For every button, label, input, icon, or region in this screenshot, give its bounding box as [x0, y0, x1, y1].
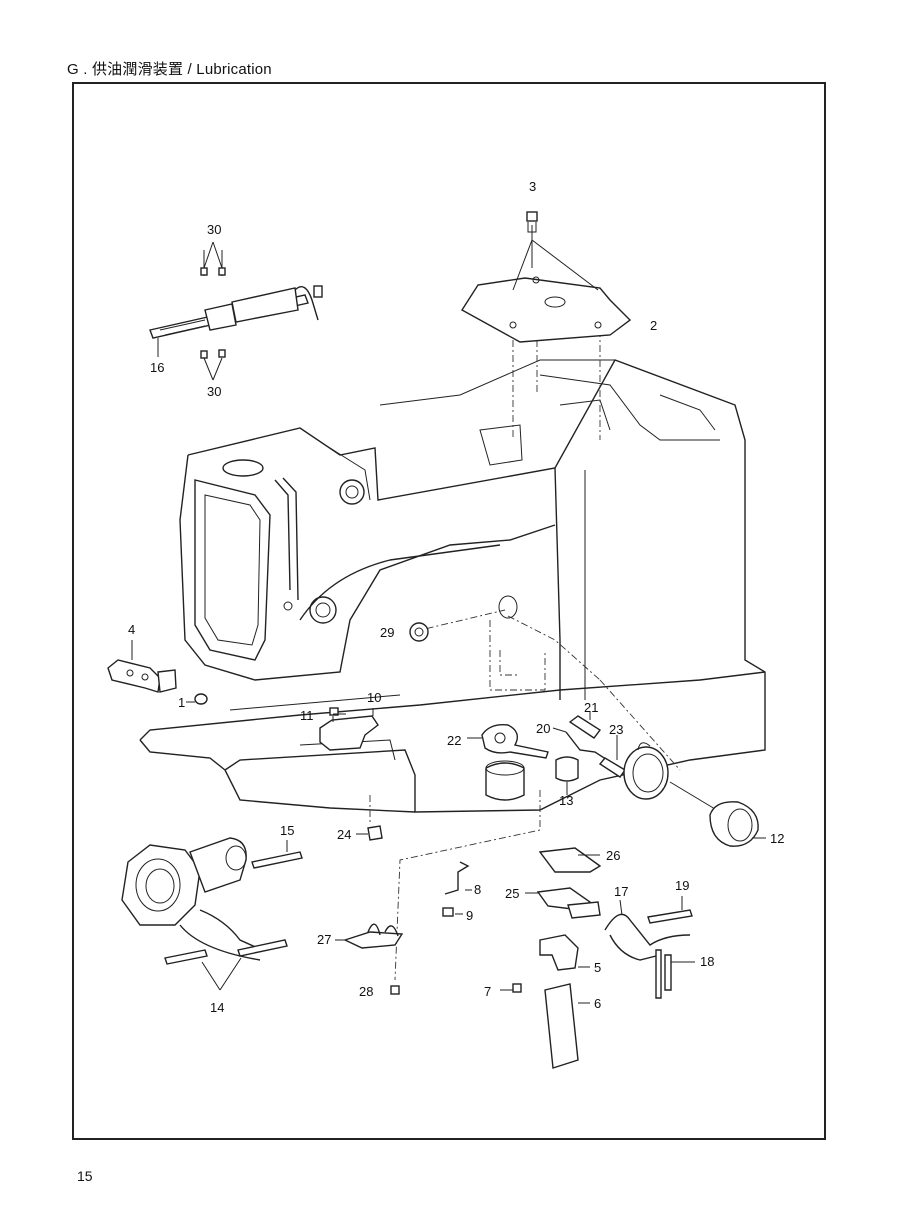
- callout-21: 21: [584, 700, 598, 715]
- screw-part-1: [186, 693, 208, 705]
- callout-16: 16: [150, 360, 164, 375]
- oil-wick-assembly: [149, 241, 323, 381]
- callout-17: 17: [614, 884, 628, 899]
- callout-13: 13: [559, 793, 573, 808]
- top-cover-plate: [461, 211, 632, 343]
- callout-3: 3: [529, 179, 536, 194]
- callout-8: 8: [474, 882, 481, 897]
- callout-30-top: 30: [207, 222, 221, 237]
- callout-9: 9: [466, 908, 473, 923]
- oil-sight-window: [623, 742, 766, 847]
- callout-25: 25: [505, 886, 519, 901]
- oil-pipe-parts: [552, 712, 627, 778]
- callout-18: 18: [700, 954, 714, 969]
- callout-1: 1: [178, 695, 185, 710]
- callout-12: 12: [770, 831, 784, 846]
- diagram-frame: [72, 82, 826, 1140]
- felt-and-pipe-parts: [604, 896, 695, 999]
- page-title: G . 供油潤滑装置 / Lubrication: [67, 61, 272, 78]
- callout-10: 10: [367, 690, 381, 705]
- machine-arm-bed: [139, 330, 766, 981]
- oil-reservoir-cap: [319, 707, 379, 751]
- callout-5: 5: [594, 960, 601, 975]
- callout-26: 26: [606, 848, 620, 863]
- plug-part-24: [356, 825, 383, 841]
- callout-24: 24: [337, 827, 351, 842]
- wire-clip-part-8: [442, 861, 472, 917]
- callout-23: 23: [609, 722, 623, 737]
- callout-28: 28: [359, 984, 373, 999]
- oil-guard-bracket: [107, 640, 177, 693]
- callout-20: 20: [536, 721, 550, 736]
- callout-19: 19: [675, 878, 689, 893]
- callout-labels: 3 2 30 16 30 4 1 10 11 29 21 20 23 22 13…: [128, 179, 784, 1015]
- callout-4: 4: [128, 622, 135, 637]
- callout-22: 22: [447, 733, 461, 748]
- callout-11: 11: [300, 708, 314, 723]
- oil-wick-holder-27: [335, 923, 404, 995]
- oil-window-ring: [409, 622, 429, 642]
- callout-30-bottom: 30: [207, 384, 221, 399]
- callout-2: 2: [650, 318, 657, 333]
- oil-tank-parts: [467, 724, 579, 801]
- callout-27: 27: [317, 932, 331, 947]
- hook-lubrication-assembly: [121, 837, 303, 991]
- callout-29: 29: [380, 625, 394, 640]
- oil-return-parts: [500, 847, 602, 1069]
- callout-15: 15: [280, 823, 294, 838]
- callout-6: 6: [594, 996, 601, 1011]
- page-number: 15: [77, 1168, 93, 1184]
- callout-7: 7: [484, 984, 491, 999]
- callout-14: 14: [210, 1000, 224, 1015]
